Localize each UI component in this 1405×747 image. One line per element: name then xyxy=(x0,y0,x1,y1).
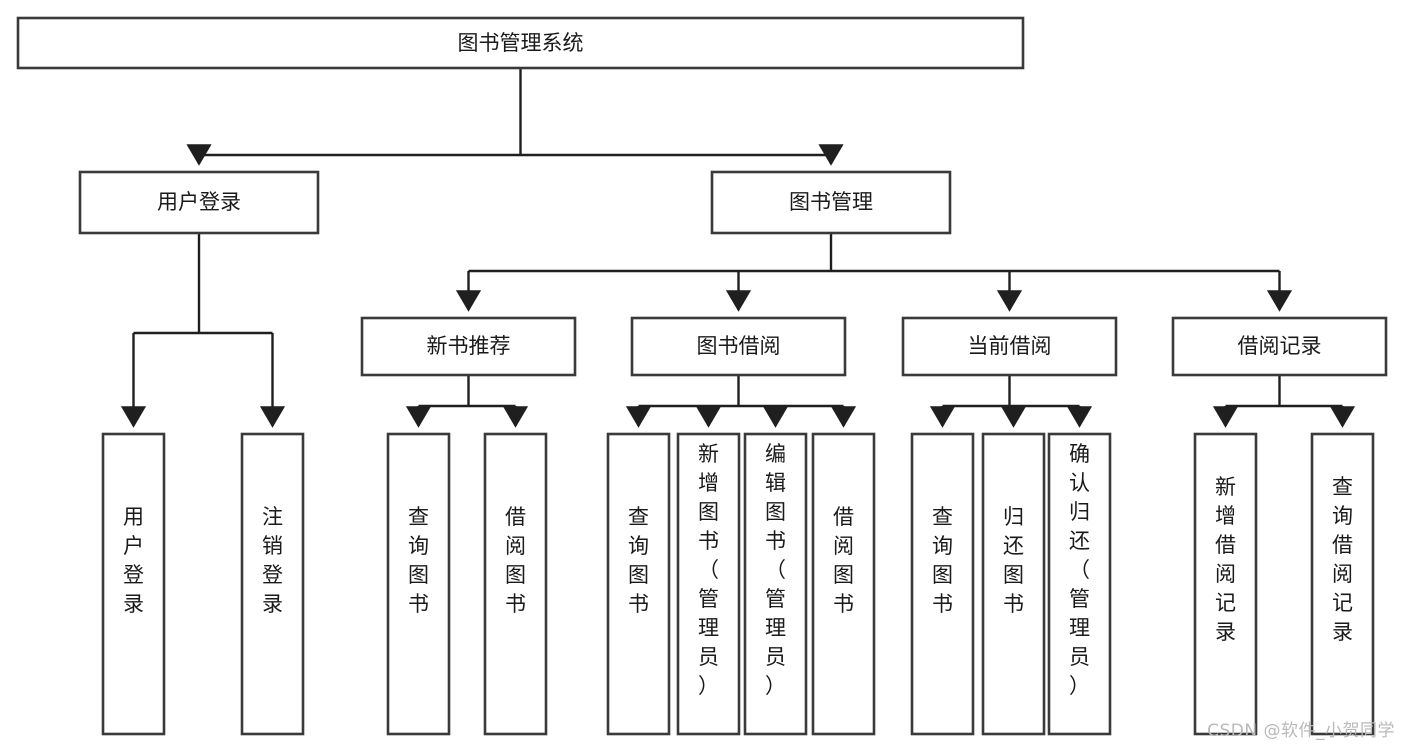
leaf-node-borrow-books-new-box[interactable] xyxy=(483,432,548,736)
node-book-borrow[interactable]: 图书借阅 xyxy=(630,316,847,377)
node-user-login-box[interactable] xyxy=(78,170,320,235)
leaf-node-logout-box[interactable] xyxy=(240,432,305,736)
node-user-login-label: 用户登录 xyxy=(157,190,241,214)
leaf-node-add-borrow-record[interactable]: 新增借阅记录 xyxy=(1193,432,1258,736)
node-root-system[interactable]: 图书管理系统 xyxy=(16,16,1025,70)
node-book-management[interactable]: 图书管理 xyxy=(710,170,952,235)
leaf-node-query-books-current-label: 查询图书 xyxy=(932,505,953,616)
leaf-node-confirm-return-admin-box[interactable] xyxy=(1047,432,1112,736)
node-root-system-box[interactable] xyxy=(16,16,1025,70)
connector-layer xyxy=(120,68,1356,428)
leaf-node-query-borrow-record[interactable]: 查询借阅记录 xyxy=(1310,432,1375,736)
leaf-node-borrow-books[interactable]: 借阅图书 xyxy=(811,432,876,736)
node-new-book-recommend-box[interactable] xyxy=(360,316,577,377)
node-book-management-box[interactable] xyxy=(710,170,952,235)
leaf-node-edit-book-admin[interactable]: 编辑图书（管理员） xyxy=(743,432,808,736)
node-current-borrow[interactable]: 当前借阅 xyxy=(901,316,1118,377)
leaf-node-return-books-box[interactable] xyxy=(981,432,1046,736)
leaf-node-query-books-new-label: 查询图书 xyxy=(408,505,429,616)
leaf-node-confirm-return-admin-label: 确认归还（管理员） xyxy=(1069,442,1090,698)
leaf-node-query-books-borrow[interactable]: 查询图书 xyxy=(606,432,671,736)
node-book-management-label: 图书管理 xyxy=(789,190,873,214)
leaf-node-query-books-current-box[interactable] xyxy=(910,432,975,736)
leaf-node-query-books-borrow-label: 查询图书 xyxy=(628,505,649,616)
leaf-node-add-book-admin[interactable]: 新增图书（管理员） xyxy=(676,432,741,736)
node-book-borrow-box[interactable] xyxy=(630,316,847,377)
leaf-node-user-login-box[interactable] xyxy=(101,432,166,736)
leaf-node-borrow-books-label: 借阅图书 xyxy=(833,505,854,616)
leaf-node-edit-book-admin-label: 编辑图书（管理员） xyxy=(765,442,786,698)
node-new-book-recommend[interactable]: 新书推荐 xyxy=(360,316,577,377)
leaf-node-edit-book-admin-box[interactable] xyxy=(743,432,808,736)
node-new-book-recommend-label: 新书推荐 xyxy=(427,334,511,358)
leaf-node-query-books-new[interactable]: 查询图书 xyxy=(386,432,451,736)
node-user-login[interactable]: 用户登录 xyxy=(78,170,320,235)
leaf-node-add-borrow-record-box[interactable] xyxy=(1193,432,1258,736)
leaf-node-add-borrow-record-label: 新增借阅记录 xyxy=(1215,475,1236,644)
node-current-borrow-label: 当前借阅 xyxy=(968,334,1052,358)
node-borrow-records-label: 借阅记录 xyxy=(1238,334,1322,358)
leaf-node-user-login[interactable]: 用户登录 xyxy=(101,432,166,736)
leaf-node-add-book-admin-box[interactable] xyxy=(676,432,741,736)
leaf-node-user-login-label: 用户登录 xyxy=(123,505,144,616)
node-root-system-label: 图书管理系统 xyxy=(458,31,584,55)
leaf-node-borrow-books-new-label: 借阅图书 xyxy=(505,505,526,616)
leaf-node-add-book-admin-label: 新增图书（管理员） xyxy=(698,442,719,698)
leaf-node-return-books[interactable]: 归还图书 xyxy=(981,432,1046,736)
leaf-node-query-borrow-record-box[interactable] xyxy=(1310,432,1375,736)
leaf-node-query-books-new-box[interactable] xyxy=(386,432,451,736)
leaf-node-query-books-borrow-box[interactable] xyxy=(606,432,671,736)
leaf-node-query-borrow-record-label: 查询借阅记录 xyxy=(1332,475,1353,644)
node-current-borrow-box[interactable] xyxy=(901,316,1118,377)
node-borrow-records-box[interactable] xyxy=(1171,316,1388,377)
leaf-node-borrow-books-new[interactable]: 借阅图书 xyxy=(483,432,548,736)
leaf-node-logout-label: 注销登录 xyxy=(262,505,283,616)
node-borrow-records[interactable]: 借阅记录 xyxy=(1171,316,1388,377)
leaf-node-return-books-label: 归还图书 xyxy=(1003,505,1024,616)
leaf-node-borrow-books-box[interactable] xyxy=(811,432,876,736)
leaf-node-logout[interactable]: 注销登录 xyxy=(240,432,305,736)
leaf-node-confirm-return-admin[interactable]: 确认归还（管理员） xyxy=(1047,432,1112,736)
leaf-node-query-books-current[interactable]: 查询图书 xyxy=(910,432,975,736)
node-book-borrow-label: 图书借阅 xyxy=(697,334,781,358)
